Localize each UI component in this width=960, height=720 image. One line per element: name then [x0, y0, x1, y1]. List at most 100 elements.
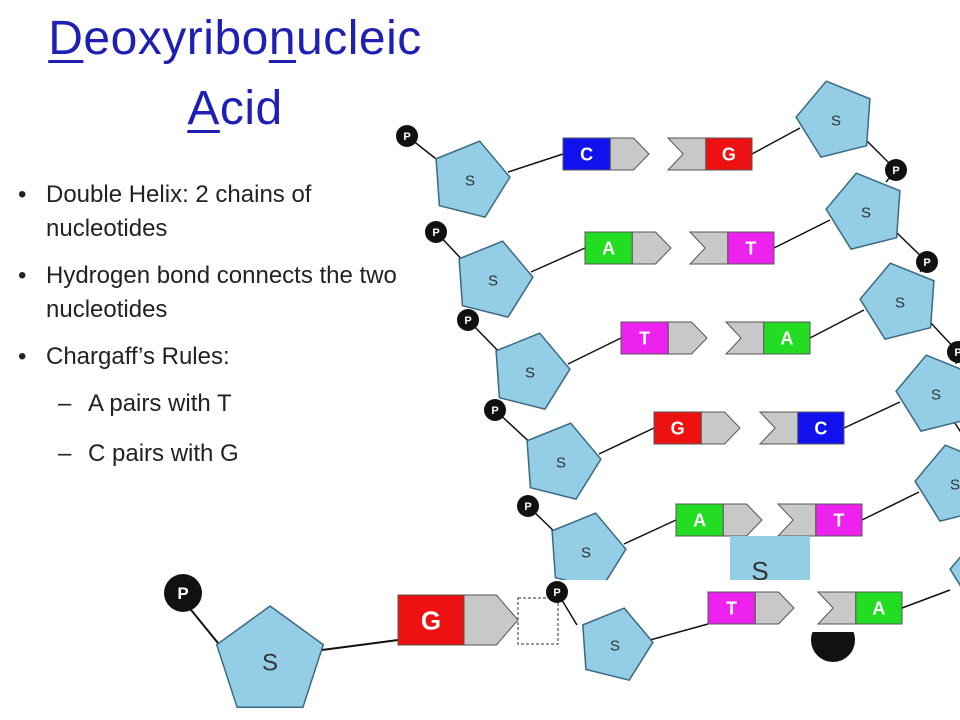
title-text: ucleic	[296, 12, 422, 65]
base-t	[815, 503, 863, 537]
base-label: T	[745, 238, 756, 258]
base-label: G	[671, 418, 685, 438]
phosphate-circle	[457, 309, 479, 331]
sugar-pentagon	[825, 172, 901, 250]
base-label: A	[780, 328, 793, 348]
sugar-label: S	[556, 454, 566, 471]
base-connector	[724, 321, 765, 355]
base-label: C	[580, 144, 593, 164]
page-title: Deoxyribonucleic Acid	[0, 4, 470, 144]
backbone-bond	[809, 309, 865, 339]
phosphate-label: P	[432, 227, 439, 239]
base-connector	[776, 503, 817, 537]
sugar-pentagon	[582, 607, 654, 682]
phosphate-circle	[484, 399, 506, 421]
bullet-item: Hydrogen bond connects the two nucleotid…	[18, 259, 428, 327]
sugar-label: S	[931, 386, 941, 403]
title-text: cid	[219, 82, 283, 135]
phosphate-label: P	[954, 347, 960, 359]
sugar-pentagon	[215, 605, 325, 709]
base-connector	[700, 411, 741, 445]
title-letter-a: A	[187, 82, 220, 135]
title-letter-d: D	[48, 12, 84, 65]
base-label: T	[833, 510, 844, 530]
sugar-label: S	[465, 172, 475, 189]
sugar-pentagon	[435, 140, 511, 218]
base-g	[653, 411, 702, 445]
base-connector	[754, 591, 795, 625]
sugar-label: S	[895, 294, 905, 311]
cut-marker	[517, 597, 559, 645]
base-label: A	[872, 598, 885, 618]
base-label: T	[639, 328, 650, 348]
backbone-bond	[507, 153, 564, 173]
backbone-bond	[843, 401, 901, 429]
title-line-2: Acid	[0, 74, 470, 144]
base-connector	[688, 231, 729, 265]
backbone-bond	[901, 589, 951, 609]
sugar-pentagon	[458, 240, 534, 318]
base-connector	[758, 411, 799, 445]
sub-bullet-item: A pairs with T	[18, 387, 428, 421]
phosphate-label: P	[553, 587, 560, 599]
phosphate-circle	[546, 581, 568, 603]
base-connector	[463, 594, 519, 646]
backbone-bond	[598, 427, 655, 455]
base-connector	[816, 591, 857, 625]
base-g	[705, 137, 753, 171]
phosphate-circle	[425, 221, 447, 243]
base-label: G	[421, 605, 441, 635]
phosphate-circle	[885, 159, 907, 181]
phosphate-label: P	[892, 165, 899, 177]
sugar-pentagon	[895, 354, 960, 432]
base-label: T	[726, 598, 737, 618]
backbone-bond	[861, 491, 920, 521]
sugar-fragment	[730, 536, 810, 580]
sub-bullet-item: C pairs with G	[18, 437, 428, 471]
phosphate-label: P	[403, 131, 410, 143]
base-connector	[609, 137, 650, 171]
sugar-label: S	[488, 272, 498, 289]
base-label: G	[722, 144, 736, 164]
sugar-label: S	[751, 556, 768, 586]
sugar-pentagon	[795, 80, 871, 158]
title-letter-n: n	[268, 12, 297, 65]
title-text: eoxyribo	[83, 12, 269, 65]
backbone-bond	[773, 219, 831, 249]
base-connector	[666, 137, 707, 171]
base-t	[727, 231, 775, 265]
phosphate-label: P	[491, 405, 498, 417]
backbone-bond	[751, 127, 801, 155]
sugar-label: S	[581, 544, 591, 561]
base-label: A	[602, 238, 615, 258]
sugar-label: S	[831, 112, 841, 129]
phosphate-circle	[517, 495, 539, 517]
phosphate-label: P	[177, 584, 188, 603]
base-a	[675, 503, 724, 537]
phosphate-circle	[164, 574, 202, 612]
phosphate-circle	[396, 125, 418, 147]
backbone-bond	[567, 337, 622, 365]
backbone-bond	[530, 247, 586, 273]
backbone-bond	[321, 639, 399, 651]
sugar-label: S	[950, 476, 960, 493]
bullet-list: Double Helix: 2 chains of nucleotides Hy…	[18, 178, 428, 487]
phosphate-label: P	[923, 257, 930, 269]
base-connector	[722, 503, 763, 537]
base-t	[707, 591, 756, 625]
sugar-pentagon	[495, 332, 571, 410]
phosphate-label: P	[524, 501, 531, 513]
sugar-label: S	[525, 364, 535, 381]
bullet-item: Chargaff’s Rules:	[18, 340, 428, 374]
base-label: A	[693, 510, 706, 530]
phosphate-circle	[916, 251, 938, 273]
sugar-label: S	[610, 637, 620, 654]
base-label: C	[814, 418, 827, 438]
title-line-1: Deoxyribonucleic	[0, 4, 470, 74]
bullet-item: Double Helix: 2 chains of nucleotides	[18, 178, 428, 246]
sugar-pentagon	[526, 422, 602, 500]
sugar-pentagon	[949, 556, 960, 587]
base-c	[797, 411, 845, 445]
sugar-label: S	[861, 204, 871, 221]
